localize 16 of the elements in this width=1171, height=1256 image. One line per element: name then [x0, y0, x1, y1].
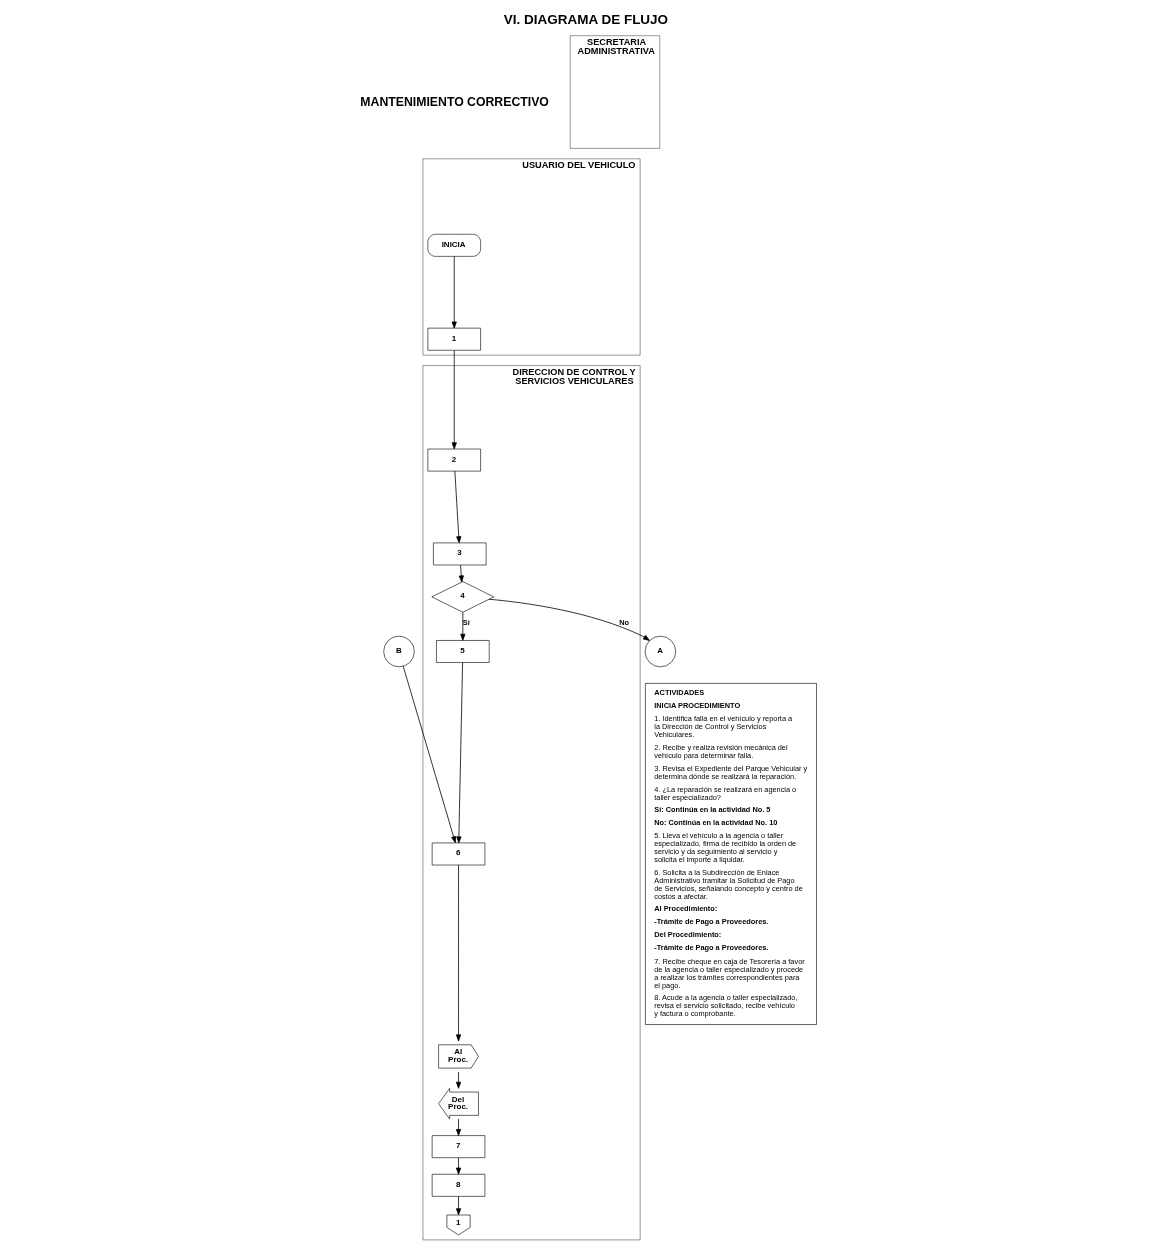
arrow: [459, 611, 465, 641]
arrow: [455, 1196, 461, 1216]
arrow: [451, 256, 457, 329]
arrow: [455, 1157, 461, 1175]
arrow: [455, 864, 461, 1042]
node-box: SECRETARIA ADMINISTRATIVA: [569, 35, 660, 149]
arrow: [458, 564, 464, 583]
label: MANTENIMIENTO CORRECTIVO: [359, 95, 549, 110]
arrow: [488, 598, 650, 641]
arrow: [453, 470, 461, 544]
arrow: [451, 350, 457, 450]
diagram-title: VI. DIAGRAMA DE FLUJO: [503, 11, 668, 27]
arrow: [455, 1118, 461, 1136]
arrow: [455, 1071, 461, 1089]
arrow: [402, 665, 456, 844]
arrow: [455, 662, 463, 844]
